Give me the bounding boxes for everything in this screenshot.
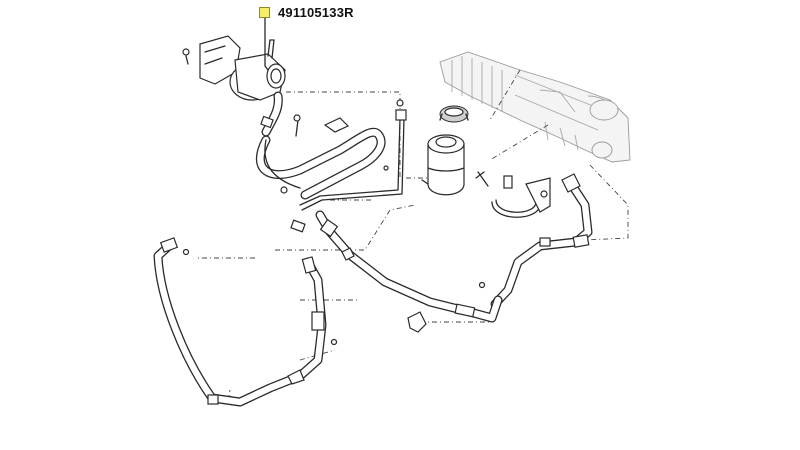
feed-hose[interactable] (256, 114, 386, 200)
reservoir-cap[interactable] (439, 105, 469, 123)
rack-pressure-hose[interactable] (478, 173, 593, 309)
callout-leader (264, 17, 269, 71)
pressure-hose[interactable] (290, 210, 503, 333)
callout-marker[interactable] (259, 7, 270, 18)
pump-outlet-hose[interactable] (260, 91, 283, 137)
fluid-reservoir[interactable] (421, 134, 465, 196)
long-return-hose[interactable] (153, 237, 338, 407)
reservoir-bracket[interactable] (475, 171, 551, 218)
steering-rack[interactable] (439, 51, 631, 163)
return-hose[interactable] (299, 99, 407, 211)
part-number-label[interactable]: 491105133R (278, 5, 354, 20)
power-steering-pump[interactable] (182, 35, 286, 101)
